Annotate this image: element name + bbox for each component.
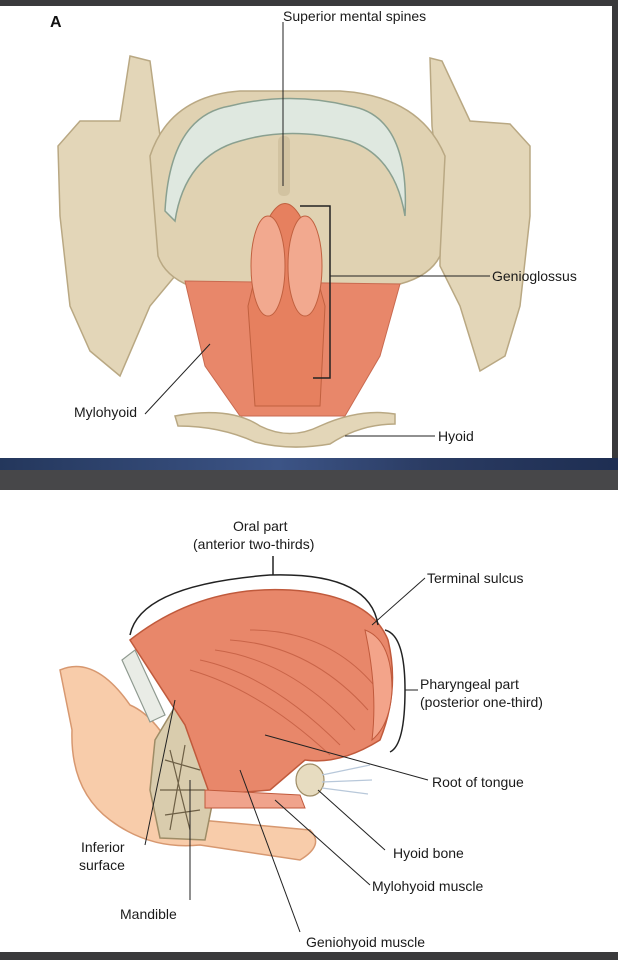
label-pharyngeal-part-line2: (posterior one-third) xyxy=(420,694,543,710)
label-mylohyoid: Mylohyoid xyxy=(74,404,138,420)
incisor-tooth xyxy=(121,649,166,723)
panel-divider xyxy=(0,458,618,470)
mandible-trabecular xyxy=(160,744,205,831)
geniohyoid-band xyxy=(204,789,306,809)
geniohyoid-right xyxy=(287,215,323,317)
mandible-illustration xyxy=(57,22,531,448)
label-oral-part: Oral part xyxy=(233,518,287,534)
label-inferior-surface-line2: surface xyxy=(79,857,125,873)
label-hyoid-bone: Hyoid bone xyxy=(393,845,464,861)
hyoid-ligaments xyxy=(321,764,373,795)
geniohyoid-left xyxy=(250,215,286,317)
panel-a-mandible-inferior-view: A Superior mental spines Genioglossus My… xyxy=(0,6,612,458)
hyoid-bone-section xyxy=(295,763,325,797)
label-mandible: Mandible xyxy=(120,906,177,922)
panel-b-tongue-sagittal-view: Oral part (anterior two-thirds) Terminal… xyxy=(0,490,618,952)
mental-spine-ridge xyxy=(278,136,290,196)
pharyngeal-tonsil xyxy=(364,629,393,742)
label-inferior-surface-line1: Inferior xyxy=(81,839,125,855)
tongue-body xyxy=(128,588,394,796)
hyoid-bone xyxy=(174,411,396,448)
label-pharyngeal-part-line1: Pharyngeal part xyxy=(420,676,519,692)
right-ramus xyxy=(429,57,531,373)
label-oral-part-line1: Oral part xyxy=(233,518,288,534)
label-hyoid: Hyoid xyxy=(438,428,474,444)
label-root-of-tongue: Root of tongue xyxy=(432,774,524,790)
oral-part-bracket xyxy=(129,574,379,636)
panel-letter: A xyxy=(50,14,62,31)
tongue-illustration xyxy=(59,556,429,933)
panel-divider-dark xyxy=(0,470,618,490)
label-superior-mental-spines: Superior mental spines xyxy=(283,8,427,24)
label-mylohyoid-muscle: Mylohyoid muscle xyxy=(372,878,484,894)
tongue-fibers xyxy=(189,629,379,756)
label-oral-part-line2: (anterior two-thirds) xyxy=(193,536,315,552)
teeth-arch xyxy=(164,97,407,223)
label-genioglossus: Genioglossus xyxy=(492,268,577,284)
label-terminal-sulcus: Terminal sulcus xyxy=(427,570,524,586)
mandible-outline xyxy=(59,665,317,861)
label-geniohyoid-muscle: Geniohyoid muscle xyxy=(306,934,426,950)
